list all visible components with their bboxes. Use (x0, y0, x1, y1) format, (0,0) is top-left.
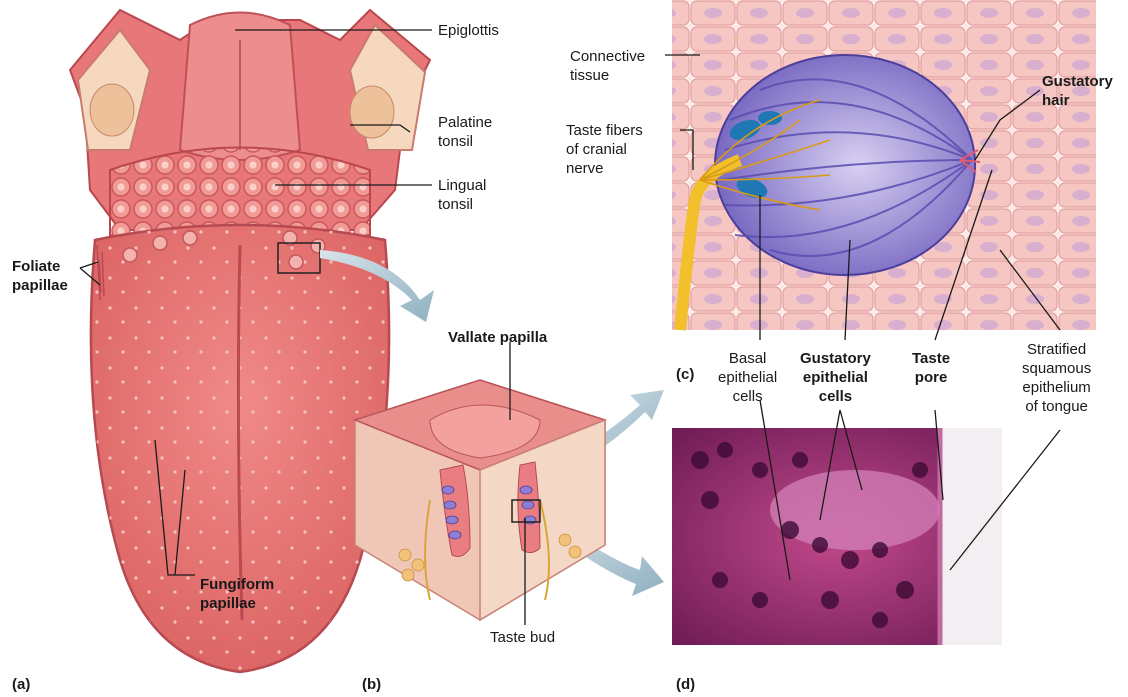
panel-label-a: (a) (12, 676, 30, 693)
label-taste-fibers: Taste fibers of cranial nerve (566, 121, 643, 178)
label-vallate-papilla: Vallate papilla (448, 328, 547, 347)
vallate-papilla-illustration (355, 380, 605, 620)
label-stratified-epithelium: Stratified squamous epithelium of tongue (1022, 340, 1091, 416)
label-connective-tissue: Connective tissue (570, 47, 645, 85)
label-epiglottis: Epiglottis (438, 21, 499, 40)
label-gustatory-cells: Gustatory epithelial cells (800, 349, 871, 406)
panel-label-c: (c) (676, 366, 694, 383)
taste-bud-micrograph (672, 428, 1002, 645)
label-taste-pore: Taste pore (912, 349, 950, 387)
label-basal-cells: Basal epithelial cells (718, 349, 777, 406)
label-lingual-tonsil: Lingual tonsil (438, 176, 486, 214)
label-palatine-tonsil: Palatine tonsil (438, 113, 492, 151)
label-foliate-papillae: Foliate papillae (12, 257, 68, 295)
panel-label-b: (b) (362, 676, 381, 693)
label-taste-bud: Taste bud (490, 628, 555, 647)
panel-label-d: (d) (676, 676, 695, 693)
label-fungiform-papillae: Fungiform papillae (200, 575, 274, 613)
tongue-illustration (70, 10, 430, 672)
taste-bud-illustration (672, 0, 1096, 330)
label-gustatory-hair: Gustatory hair (1042, 72, 1113, 110)
